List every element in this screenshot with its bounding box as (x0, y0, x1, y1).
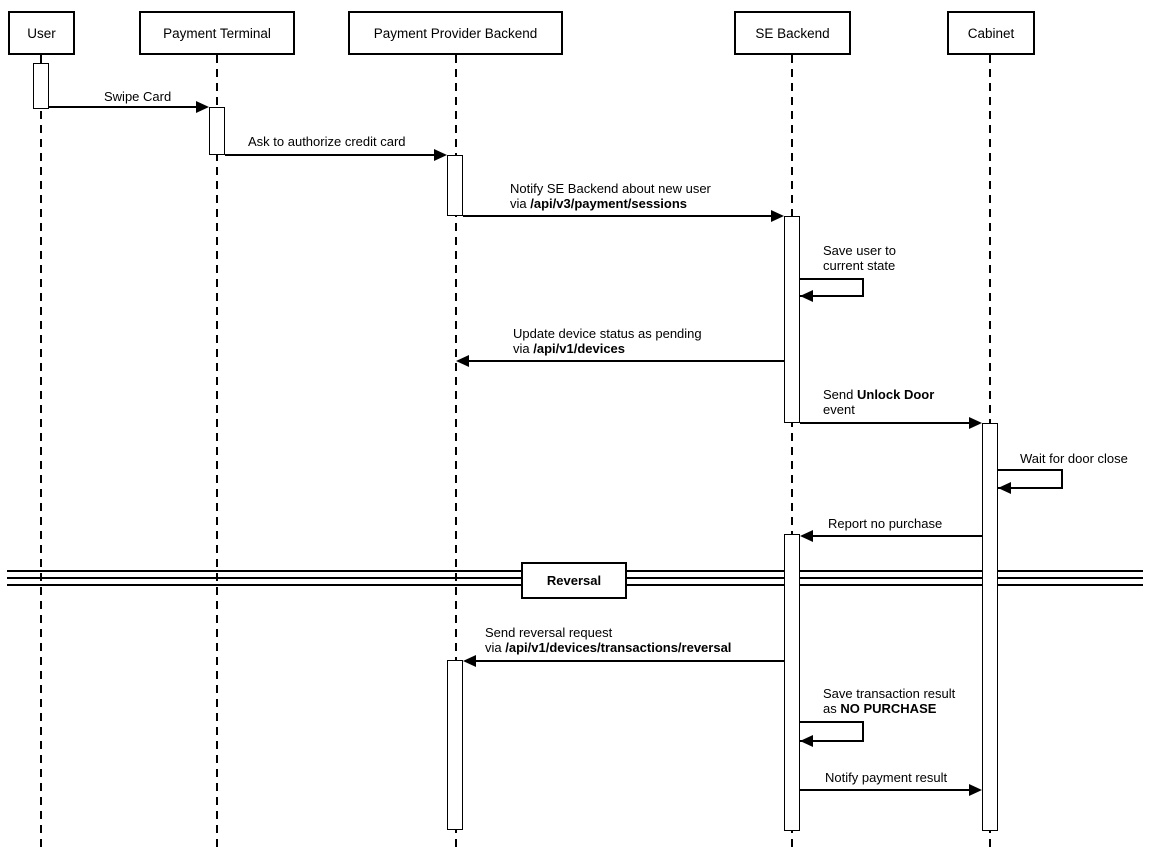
lifeline-se-backend (791, 55, 793, 847)
message-label-save-user: Save user to current state (823, 243, 896, 273)
arrowhead-left-icon (800, 290, 813, 302)
arrowhead-right-icon (434, 149, 447, 161)
activation-user (33, 63, 49, 109)
arrowhead-right-icon (771, 210, 784, 222)
message-label-notify-payment: Notify payment result (825, 770, 948, 785)
message-label-wait-door: Wait for door close (1020, 451, 1128, 466)
activation-payment-provider-backend-2 (447, 660, 463, 830)
actor-label-cabinet: Cabinet (967, 25, 1015, 41)
actor-label-user: User (27, 25, 56, 41)
message-label-update-device: Update device status as pending via /api… (513, 326, 702, 356)
message-label-ask-authorize: Ask to authorize credit card (248, 134, 406, 149)
separator-box-reversal: Reversal (521, 562, 627, 599)
activation-se-backend-1 (784, 216, 800, 423)
actor-box-se-backend: SE Backend (734, 11, 851, 55)
actor-box-user: User (8, 11, 75, 55)
message-label-notify-se: Notify SE Backend about new user via /ap… (510, 181, 711, 211)
lifeline-payment-provider-backend (455, 55, 457, 847)
actor-label-payment-provider-backend: Payment Provider Backend (373, 25, 538, 41)
arrowhead-left-icon (998, 482, 1011, 494)
activation-cabinet (982, 423, 998, 831)
actor-box-payment-terminal: Payment Terminal (139, 11, 295, 55)
message-label-swipe-card: Swipe Card (104, 89, 172, 104)
self-message-loop-wait-door (998, 469, 1063, 489)
message-label-report-no-purchase: Report no purchase (828, 516, 943, 531)
message-line-report-no-purchase (813, 535, 982, 537)
actor-box-payment-provider-backend: Payment Provider Backend (348, 11, 563, 55)
message-line-notify-payment (800, 789, 969, 791)
actor-label-se-backend: SE Backend (755, 25, 830, 41)
arrowhead-left-icon (800, 735, 813, 747)
message-label-send-reversal: Send reversal request via /api/v1/device… (485, 625, 732, 655)
arrowhead-left-icon (463, 655, 476, 667)
message-line-send-reversal (476, 660, 784, 662)
self-message-loop-save-user (800, 278, 864, 297)
message-line-swipe-card (49, 106, 196, 108)
lifeline-user (40, 55, 42, 847)
arrowhead-left-icon (800, 530, 813, 542)
message-line-ask-authorize (225, 154, 434, 156)
arrowhead-right-icon (969, 417, 982, 429)
message-label-unlock-door: Send Unlock Door event (823, 387, 935, 417)
message-line-unlock-door (800, 422, 969, 424)
lifeline-payment-terminal (216, 55, 218, 847)
activation-payment-provider-backend-1 (447, 155, 463, 216)
actor-box-cabinet: Cabinet (947, 11, 1035, 55)
message-line-update-device (469, 360, 784, 362)
arrowhead-left-icon (456, 355, 469, 367)
message-label-save-transaction: Save transaction result as NO PURCHASE (823, 686, 956, 716)
message-line-notify-se (463, 215, 771, 217)
activation-se-backend-2 (784, 534, 800, 831)
arrowhead-right-icon (969, 784, 982, 796)
activation-payment-terminal (209, 107, 225, 155)
self-message-loop-save-transaction (800, 721, 864, 742)
actor-label-payment-terminal: Payment Terminal (163, 25, 271, 41)
arrowhead-right-icon (196, 101, 209, 113)
